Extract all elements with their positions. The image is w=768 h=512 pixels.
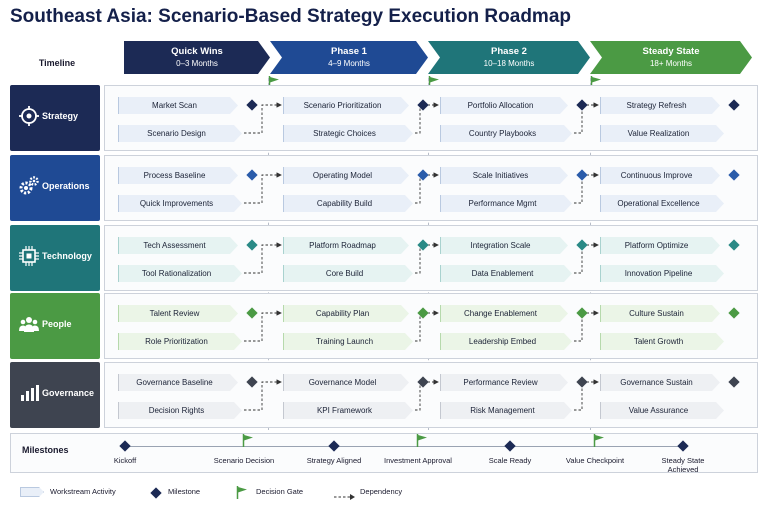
workstream-activity[interactable]: Market Scan bbox=[118, 97, 238, 114]
workstream-activity[interactable]: KPI Framework bbox=[283, 402, 413, 419]
workstream-activity[interactable]: Talent Growth bbox=[600, 333, 724, 350]
workstream-activity[interactable]: Governance Sustain bbox=[600, 374, 720, 391]
workstream-activity[interactable]: Performance Mgmt bbox=[440, 195, 572, 212]
target-icon bbox=[18, 105, 40, 127]
milestone-label: Strategy Aligned bbox=[306, 456, 362, 465]
workstream-activity[interactable]: Leadership Embed bbox=[440, 333, 572, 350]
workstream-activity[interactable]: Operational Excellence bbox=[600, 195, 724, 212]
workstream-activity[interactable]: Platform Optimize bbox=[600, 237, 720, 254]
workstream-activity[interactable]: Tool Rationalization bbox=[118, 265, 242, 282]
legend-dependency-label: Dependency bbox=[360, 487, 403, 496]
decision-gate-flag-icon bbox=[593, 434, 605, 447]
workstream-activity[interactable]: Process Baseline bbox=[118, 167, 238, 184]
workstream-activity[interactable]: Decision Rights bbox=[118, 402, 242, 419]
phase-duration: 18+ Months bbox=[649, 59, 693, 68]
workstream-activity[interactable]: Culture Sustain bbox=[600, 305, 720, 322]
workstream-technology: Technology bbox=[10, 225, 100, 291]
phase-header-1: Quick Wins 0–3 Months bbox=[124, 41, 270, 74]
workstream-activity[interactable]: Innovation Pipeline bbox=[600, 265, 724, 282]
legend-gate-flag-icon bbox=[236, 486, 248, 499]
workstream-label: Technology bbox=[42, 251, 92, 261]
milestone-label: Investment Approval bbox=[384, 456, 452, 465]
phase-title: Steady State bbox=[642, 46, 700, 57]
phase-duration: 4–9 Months bbox=[328, 59, 370, 68]
workstream-activity[interactable]: Capability Plan bbox=[283, 305, 409, 322]
workstream-activity[interactable]: Strategy Refresh bbox=[600, 97, 720, 114]
workstream-label: Strategy bbox=[42, 111, 79, 121]
workstream-activity[interactable]: Continuous Improve bbox=[600, 167, 720, 184]
workstream-activity[interactable]: Scenario Design bbox=[118, 125, 242, 142]
phase-header-4: Steady State 18+ Months bbox=[590, 41, 752, 74]
milestone-label: Value Checkpoint bbox=[565, 456, 625, 465]
workstream-activity[interactable]: Risk Management bbox=[440, 402, 572, 419]
workstream-label: Governance bbox=[42, 388, 95, 398]
workstream-activity[interactable]: Quick Improvements bbox=[118, 195, 242, 212]
workstream-activity[interactable]: Capability Build bbox=[283, 195, 413, 212]
workstream-activity[interactable]: Portfolio Allocation bbox=[440, 97, 568, 114]
phase-duration: 0–3 Months bbox=[176, 59, 218, 68]
workstream-activity[interactable]: Tech Assessment bbox=[118, 237, 238, 254]
people-icon bbox=[18, 313, 40, 335]
workstream-activity[interactable]: Country Playbooks bbox=[440, 125, 572, 142]
workstream-activity[interactable]: Value Realization bbox=[600, 125, 724, 142]
legend-activity-swatch bbox=[20, 487, 44, 497]
legend-milestone-label: Milestone bbox=[168, 487, 201, 496]
workstream-operations: Operations bbox=[10, 155, 100, 221]
legend-dependency-arrow-icon bbox=[334, 488, 356, 506]
workstream-activity[interactable]: Core Build bbox=[283, 265, 413, 282]
workstream-activity[interactable]: Role Prioritization bbox=[118, 333, 242, 350]
decision-gate-flag-icon bbox=[416, 434, 428, 447]
legend-milestone-diamond-icon bbox=[150, 487, 162, 499]
workstream-activity[interactable]: Value Assurance bbox=[600, 402, 724, 419]
milestone-label: Scenario Decision bbox=[213, 456, 275, 465]
workstream-label: People bbox=[42, 319, 72, 329]
timeline-label: Timeline bbox=[38, 58, 76, 68]
workstream-activity[interactable]: Performance Review bbox=[440, 374, 568, 391]
decision-gate-flag-icon bbox=[242, 434, 254, 447]
workstream-activity[interactable]: Scenario Prioritization bbox=[283, 97, 409, 114]
phase-title: Phase 1 bbox=[331, 46, 367, 57]
workstream-activity[interactable]: Talent Review bbox=[118, 305, 238, 322]
workstream-activity[interactable]: Operating Model bbox=[283, 167, 409, 184]
phase-header-3: Phase 2 10–18 Months bbox=[428, 41, 590, 74]
workstream-governance: Governance bbox=[10, 362, 100, 428]
workstream-activity[interactable]: Training Launch bbox=[283, 333, 413, 350]
workstream-people: People bbox=[10, 293, 100, 359]
legend-gate-label: Decision Gate bbox=[256, 487, 304, 496]
workstream-strategy: Strategy bbox=[10, 85, 100, 151]
workstream-activity[interactable]: Scale Initiatives bbox=[440, 167, 568, 184]
gears-icon bbox=[18, 175, 40, 197]
phase-title: Phase 2 bbox=[491, 46, 527, 57]
milestones-label: Milestones bbox=[22, 445, 69, 455]
phase-title: Quick Wins bbox=[171, 46, 223, 57]
workstream-activity[interactable]: Integration Scale bbox=[440, 237, 568, 254]
workstream-activity[interactable]: Governance Model bbox=[283, 374, 409, 391]
milestone-label: Kickoff bbox=[113, 456, 137, 465]
bar-chart-icon bbox=[18, 382, 40, 404]
workstream-activity[interactable]: Data Enablement bbox=[440, 265, 572, 282]
workstream-activity[interactable]: Strategic Choices bbox=[283, 125, 413, 142]
legend-activity-label: Workstream Activity bbox=[50, 487, 116, 496]
milestone-label: Scale Ready bbox=[488, 456, 532, 465]
workstream-activity[interactable]: Change Enablement bbox=[440, 305, 568, 322]
page-title: Southeast Asia: Scenario-Based Strategy … bbox=[10, 6, 572, 27]
workstream-activity[interactable]: Platform Roadmap bbox=[283, 237, 409, 254]
milestone-timeline-line bbox=[125, 446, 683, 447]
workstream-label: Operations bbox=[42, 181, 90, 191]
chip-icon bbox=[18, 245, 40, 267]
milestones-track bbox=[10, 433, 758, 473]
phase-header-2: Phase 1 4–9 Months bbox=[270, 41, 428, 74]
phase-duration: 10–18 Months bbox=[483, 59, 535, 68]
milestone-label: Steady State Achieved bbox=[661, 456, 705, 474]
workstream-activity[interactable]: Governance Baseline bbox=[118, 374, 238, 391]
